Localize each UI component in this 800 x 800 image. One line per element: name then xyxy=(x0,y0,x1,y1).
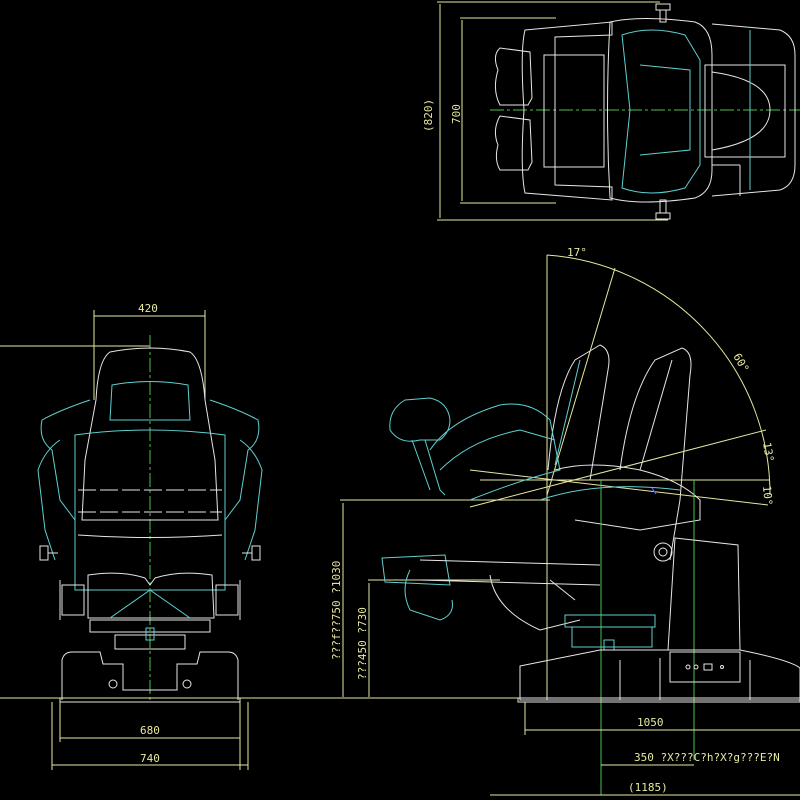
dim-front-base-outer-width: 740 xyxy=(140,752,160,765)
dim-top-overall-width: (820) xyxy=(422,99,435,132)
dim-side-height-seat: ???450 ?730 xyxy=(356,607,369,680)
angle-recline-range: 60° xyxy=(730,351,751,375)
dim-side-depth: 1050 xyxy=(637,716,664,729)
angle-seat-tilt-lower: 10° xyxy=(760,485,775,506)
dim-side-height-total: ???f??750 ?1030 xyxy=(330,561,343,660)
angle-backrest-forward: 17° xyxy=(567,246,587,259)
top-view: (820) 700 xyxy=(422,1,800,221)
dim-side-travel: 350 ?X???C?h?X?g???E?N xyxy=(634,751,780,764)
dim-front-base-inner-width: 680 xyxy=(140,724,160,737)
side-view: 17° 60° 13° 10° ???f??750 ?1030 ???450 ?… xyxy=(330,246,800,796)
dim-front-headrest-width: 420 xyxy=(138,302,158,315)
front-view: 420 xyxy=(0,302,800,770)
dim-side-overall-depth: (1185) xyxy=(628,781,668,794)
angle-seat-tilt-upper: 13° xyxy=(760,441,776,463)
dim-top-seat-width: 700 xyxy=(450,104,463,124)
